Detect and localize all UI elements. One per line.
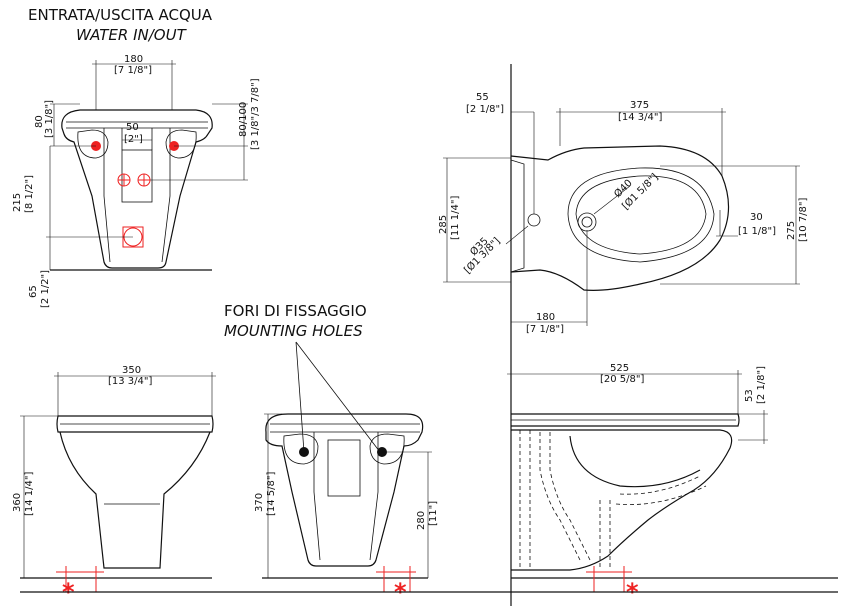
dim-360-in: [14 1/4"]: [24, 472, 35, 516]
heading-water-it: ENTRATA/USCITA ACQUA: [28, 6, 213, 24]
dim-285-in: [11 1/4"]: [450, 196, 461, 240]
mounting-hole-left: [299, 447, 309, 457]
dim-65-in: [2 1/2"]: [40, 270, 51, 308]
dim-370: 370: [254, 493, 265, 512]
dim-180-bottom-in: [7 1/8"]: [526, 324, 564, 335]
dim-50-in: [2"]: [124, 134, 143, 145]
dim-55-in: [2 1/8"]: [466, 104, 504, 115]
dim-80: 80: [34, 115, 45, 128]
dim-50: 50: [126, 122, 139, 133]
dim-350-in: [13 3/4"]: [108, 376, 152, 387]
dim-80-100-in: [3 1/8"/3 7/8"]: [250, 78, 261, 150]
dim-280-in: [11"]: [428, 501, 439, 526]
dim-30: 30: [750, 212, 763, 223]
dim-370-in: [14 5/8"]: [266, 472, 277, 516]
dim-525-in: [20 5/8"]: [600, 374, 644, 385]
dim-80-in: [3 1/8"]: [44, 100, 55, 138]
front-view: 350 [13 3/4"] 360 [14 1/4"] *: [12, 365, 216, 606]
rear-view-water: 180 [7 1/8"] 50 [2"] 80 [3 1/8"] 80/100 …: [12, 54, 261, 308]
tap-hole: [527, 213, 541, 227]
dim-30-in: [1 1/8"]: [738, 226, 776, 237]
dim-180-bottom: 180: [536, 312, 555, 323]
heading-water-en: WATER IN/OUT: [76, 26, 188, 44]
heading-mount-it: FORI DI FISSAGGIO: [224, 302, 367, 320]
dim-360: 360: [12, 493, 23, 512]
dim-375-in: [14 3/4"]: [618, 112, 662, 123]
dim-375: 375: [630, 100, 649, 111]
heading-mount-en: MOUNTING HOLES: [224, 322, 363, 340]
dim-215-in: [8 1/2"]: [24, 175, 35, 213]
rear-view-mounting: 370 [14 5/8"] 280 [11"] *: [254, 413, 439, 606]
dim-53-in: [2 1/8"]: [756, 366, 767, 404]
dim-65: 65: [28, 285, 39, 298]
dim-55: 55: [476, 92, 489, 103]
plan-view: 55 [2 1/8"] 375 [14 3/4"] 285 [11 1/4"] …: [438, 64, 809, 606]
mounting-holes-leader: [295, 341, 381, 453]
dim-180-top-in: [7 1/8"]: [114, 65, 152, 76]
dim-285: 285: [438, 215, 449, 234]
dim-80-100: 80/100: [238, 102, 249, 137]
dim-525: 525: [610, 363, 629, 374]
dim-280: 280: [416, 511, 427, 530]
dim-350: 350: [122, 365, 141, 376]
dim-275-in: [10 7/8"]: [798, 198, 809, 242]
dim-180-top: 180: [124, 54, 143, 65]
side-view: 525 [20 5/8"] 53 [2 1/8"] *: [507, 363, 838, 606]
drain-hole: [577, 212, 597, 232]
dim-275: 275: [786, 221, 797, 240]
dim-215: 215: [12, 193, 23, 212]
dim-53: 53: [744, 389, 755, 402]
